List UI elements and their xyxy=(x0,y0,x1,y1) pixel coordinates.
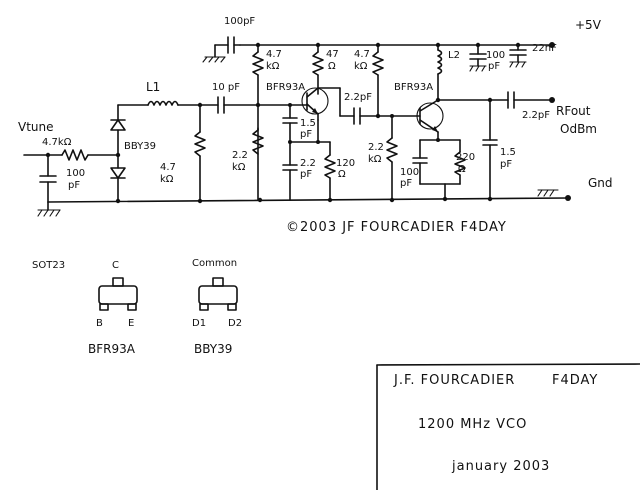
c22-b-value: 2.2 xyxy=(300,158,316,169)
r47k-bias-unit: kΩ xyxy=(160,174,174,185)
r22k-a-value: 2.2 xyxy=(232,150,248,161)
odbm-label: OdBm xyxy=(560,122,597,136)
r120-unit: Ω xyxy=(338,169,346,180)
q1-emitter-node xyxy=(288,119,331,144)
r120-value: 120 xyxy=(336,158,355,169)
output-network xyxy=(435,91,555,109)
capacitor-100pf-decoupling xyxy=(469,44,487,72)
r47k-b-unit: kΩ xyxy=(354,61,368,72)
r47k-bias-value: 4.7 xyxy=(160,162,176,173)
title-date: january 2003 xyxy=(451,459,550,474)
q2-emitter-node xyxy=(419,138,461,142)
supply-label: +5V xyxy=(575,18,602,32)
title-project: 1200 MHz VCO xyxy=(418,417,527,432)
resistor-120 xyxy=(324,141,336,201)
pin-d1-label: D1 xyxy=(192,318,206,329)
resistor-4k7-q2-base xyxy=(372,44,384,76)
title-block xyxy=(376,363,640,490)
c100-e2-unit: pF xyxy=(400,178,412,189)
r220-value: 220 xyxy=(456,152,475,163)
l2-label: L2 xyxy=(448,50,460,61)
inductor-l2 xyxy=(437,44,443,101)
capacitor-2p2-q1 xyxy=(282,141,298,201)
interstage-coupling xyxy=(317,74,421,125)
capacitor-1p5-q1 xyxy=(282,103,298,143)
capacitor-10pf xyxy=(217,96,261,114)
transistor-q2 xyxy=(416,99,444,141)
bby39-package-icon xyxy=(198,277,238,311)
c15-out-value: 1.5 xyxy=(500,147,516,158)
c15-out-unit: pF xyxy=(500,159,512,170)
capacitor-100pf-supply xyxy=(214,36,241,58)
resistor-2k2-right xyxy=(386,114,398,201)
vtune-label: Vtune xyxy=(18,120,54,134)
r47k-a-value: 4.7 xyxy=(266,49,282,60)
common-label: Common xyxy=(192,258,237,269)
resistor-4k7-q1-base xyxy=(252,44,264,201)
resistor-2k2-left xyxy=(252,127,264,155)
r22k-a-unit: kΩ xyxy=(232,162,246,173)
pin-c-label: C xyxy=(112,260,119,271)
cap-100pf-top-label: 100pF xyxy=(224,16,255,27)
sot23-label: SOT23 xyxy=(32,260,65,271)
bby39-package-label: BBY39 xyxy=(194,342,232,356)
c10pf-label: 10 pF xyxy=(212,82,240,93)
bby39-label: BBY39 xyxy=(124,141,156,152)
title-author: J.F. FOURCADIER xyxy=(393,373,515,388)
resistor-4k7-bias xyxy=(194,104,206,202)
title-call: F4DAY xyxy=(552,373,598,388)
resistor-220 xyxy=(444,139,466,185)
supply-rail xyxy=(239,42,555,48)
sot23-package-icon xyxy=(98,277,138,311)
c100-tune-unit: pF xyxy=(68,180,80,191)
c15-a-unit: pF xyxy=(300,129,312,140)
ground-symbol xyxy=(37,201,61,217)
l1-label: L1 xyxy=(146,80,160,94)
capacitor-100pf-tune xyxy=(39,154,57,203)
r22k-b-unit: kΩ xyxy=(368,154,382,165)
c15-a-value: 1.5 xyxy=(300,118,316,129)
r47-unit: Ω xyxy=(328,61,336,72)
r220-unit: Ω xyxy=(458,164,466,175)
varactor-bby39 xyxy=(110,104,126,202)
resistor-47-q1-collector xyxy=(312,44,324,89)
q2-label: BFR93A xyxy=(394,82,433,93)
c22n-label: 22nF xyxy=(532,43,557,54)
ground-rail xyxy=(47,195,571,204)
c22pf-out-label: 2.2pF xyxy=(522,110,550,121)
pin-b-label: B xyxy=(96,318,103,329)
gnd-label: Gnd xyxy=(588,176,613,190)
capacitor-1p5-output xyxy=(482,99,498,200)
r47k-a-unit: kΩ xyxy=(266,61,280,72)
c100-sup-value: 100 xyxy=(486,50,505,61)
vtune-input xyxy=(23,149,121,161)
copyright-text: ©2003 JF FOURCADIER F4DAY xyxy=(286,220,507,235)
r47-value: 47 xyxy=(326,49,339,60)
c100-sup-unit: pF xyxy=(488,61,500,72)
bfr93a-package-label: BFR93A xyxy=(88,342,136,356)
rfout-label: RFout xyxy=(556,104,591,118)
capacitor-100pf-q2-emitter xyxy=(412,139,446,200)
q1-label: BFR93A xyxy=(266,82,305,93)
pin-e-label: E xyxy=(128,318,134,329)
r47k-b-value: 4.7 xyxy=(354,49,370,60)
c100-e2-value: 100 xyxy=(400,167,419,178)
c100-tune-value: 100 xyxy=(66,168,85,179)
pin-d2-label: D2 xyxy=(228,318,242,329)
inductor-l1 xyxy=(117,100,219,108)
transistor-q1 xyxy=(257,87,329,121)
capacitor-22nf-decoupling xyxy=(509,42,527,68)
r22k-b-value: 2.2 xyxy=(368,142,384,153)
c22pf-mid-label: 2.2pF xyxy=(344,92,372,103)
ground-symbol xyxy=(537,189,559,197)
ground-symbol xyxy=(202,56,226,63)
c22-b-unit: pF xyxy=(300,169,312,180)
r47k-tune-label: 4.7kΩ xyxy=(42,137,72,148)
